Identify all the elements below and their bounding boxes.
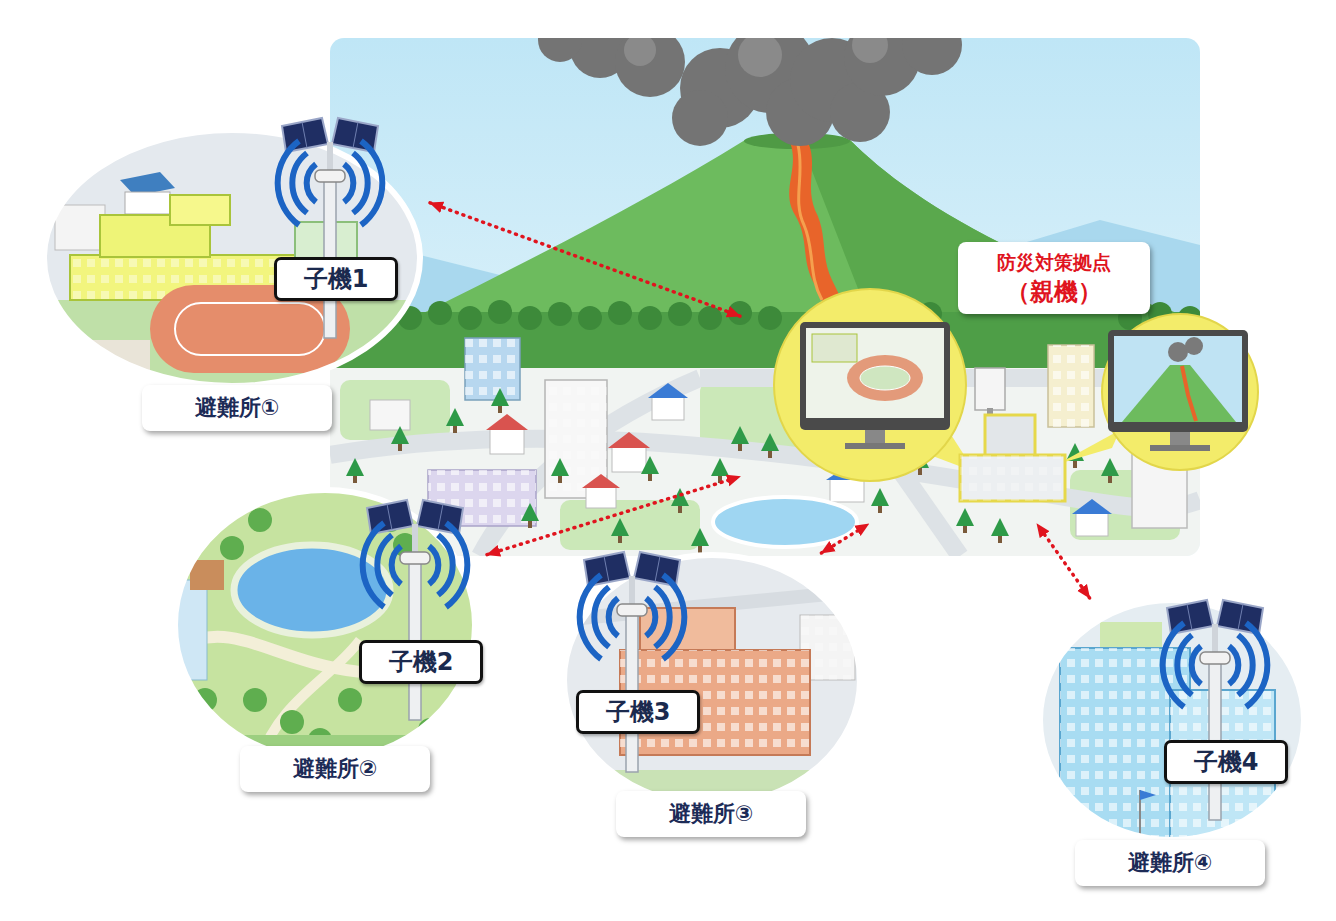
antenna-unit	[363, 500, 468, 720]
shelter-outline	[175, 490, 475, 760]
antenna-panel	[975, 368, 1005, 410]
shelter-outline	[1040, 600, 1304, 840]
monitor-screen	[806, 328, 944, 418]
shelter-label-box: 避難所②	[240, 746, 430, 792]
lava-glow	[798, 145, 822, 300]
antenna-unit	[580, 552, 685, 772]
dotted-arrow	[821, 524, 868, 553]
screen-smoke	[1168, 342, 1188, 362]
monitor	[800, 322, 950, 430]
screen-field	[860, 366, 910, 390]
unit-label: 子機4	[1183, 747, 1269, 777]
screen-lava	[1182, 366, 1196, 421]
shelter-area: 避難所④ 子機4	[1035, 598, 1307, 893]
shelter-picture	[1040, 600, 1304, 850]
antenna-unit	[1163, 600, 1268, 820]
base-station-area: 防災対策拠点（親機）	[740, 232, 1260, 524]
monitor-base	[845, 443, 905, 449]
hq-windows	[960, 455, 1065, 501]
unit-label: 子機2	[378, 647, 464, 677]
dotted-arrow	[487, 477, 740, 555]
monitor	[1108, 330, 1248, 432]
screen-smoke	[1185, 337, 1203, 355]
shelter-picture	[40, 130, 430, 400]
smoke	[538, 38, 962, 146]
shelter-area: 避難所③ 子機3	[560, 553, 865, 843]
dotted-arrow	[430, 203, 740, 316]
shelter-picture	[172, 490, 480, 765]
hq-building	[960, 455, 1065, 501]
screen-building	[812, 334, 857, 362]
pond	[713, 497, 857, 547]
unit-box: 子機3	[576, 690, 700, 734]
monitor-base	[1150, 445, 1210, 451]
unit-label: 子機3	[595, 697, 681, 727]
shelter-label-box: 避難所④	[1075, 840, 1265, 886]
shelter-area: 避難所② 子機2	[172, 488, 487, 798]
screen-volcano	[1122, 365, 1236, 422]
hq-building	[985, 415, 1035, 457]
base-station	[774, 289, 1258, 501]
monitor-screen	[1114, 336, 1242, 422]
monitor-bubble	[774, 289, 966, 481]
base-label-box: 防災対策拠点（親機）	[958, 242, 1150, 314]
shelter-label: 避難所④	[1095, 848, 1245, 878]
shelter-outline	[564, 555, 860, 805]
screen-track	[847, 355, 923, 401]
base-sublabel: （親機）	[976, 276, 1132, 308]
base-label: 防災対策拠点	[976, 248, 1132, 276]
dotted-arrow	[1037, 524, 1090, 598]
bubble-pointer	[1058, 430, 1120, 464]
shelter-area: 避難所① 子機1	[38, 116, 430, 438]
sky	[330, 38, 1200, 556]
shelter-label: 避難所①	[162, 393, 312, 423]
town-scene	[330, 38, 1200, 556]
smoke-light	[624, 38, 888, 77]
unit-box: 子機2	[359, 640, 483, 684]
monitor-bubble	[1102, 314, 1258, 470]
town-trees	[346, 388, 1119, 553]
unit-box: 子機1	[274, 257, 398, 301]
shelter-label: 避難所②	[260, 754, 410, 784]
monitor-stand	[1170, 432, 1190, 446]
unit-label: 子機1	[293, 264, 379, 294]
antenna-unit	[278, 118, 383, 338]
shelter-label-box: 避難所③	[616, 791, 806, 837]
unit-box: 子機4	[1164, 740, 1288, 784]
monitor-stand	[865, 430, 885, 444]
shelter-label: 避難所③	[636, 799, 786, 829]
shelter-label-box: 避難所①	[142, 385, 332, 431]
